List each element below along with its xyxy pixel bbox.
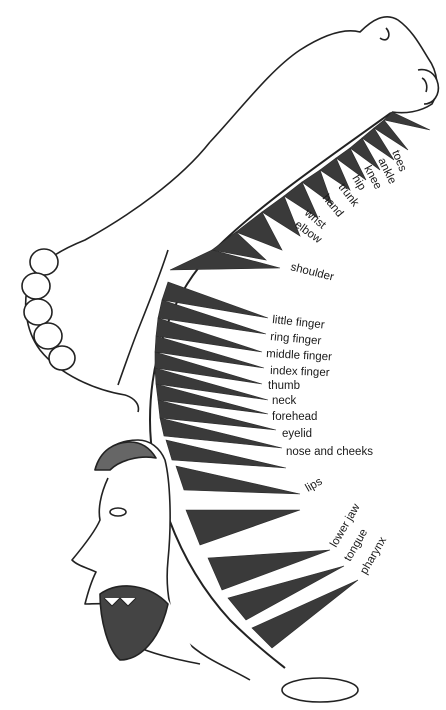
eye	[110, 508, 126, 516]
label-middle-finger: middle finger	[266, 348, 333, 363]
label-lips: lips	[304, 475, 325, 494]
label-forehead: forehead	[272, 411, 317, 423]
label-shoulder: shoulder	[289, 261, 335, 283]
label-eyelid: eyelid	[282, 428, 312, 440]
label-thumb: thumb	[268, 380, 300, 392]
label-little-finger: little finger	[272, 314, 326, 331]
cortex-wedge	[186, 510, 300, 545]
cortex-wedge	[170, 250, 280, 270]
knuckle-1	[30, 249, 58, 275]
knuckle-4	[34, 323, 62, 349]
label-index-finger: index finger	[270, 365, 330, 379]
label-ring-finger: ring finger	[270, 331, 322, 347]
knuckle-5	[49, 346, 75, 370]
label-nose-and-cheeks: nose and cheeks	[286, 446, 373, 458]
knuckle-2	[22, 273, 50, 299]
knuckle-3	[24, 299, 52, 325]
cortex-wedge	[384, 112, 430, 130]
label-neck: neck	[272, 395, 297, 407]
pharynx-blob	[282, 678, 358, 702]
cortex-wedge	[166, 440, 286, 468]
cortex-wedge	[176, 466, 300, 494]
labels-lower: shoulder little finger ring finger middl…	[266, 261, 389, 576]
